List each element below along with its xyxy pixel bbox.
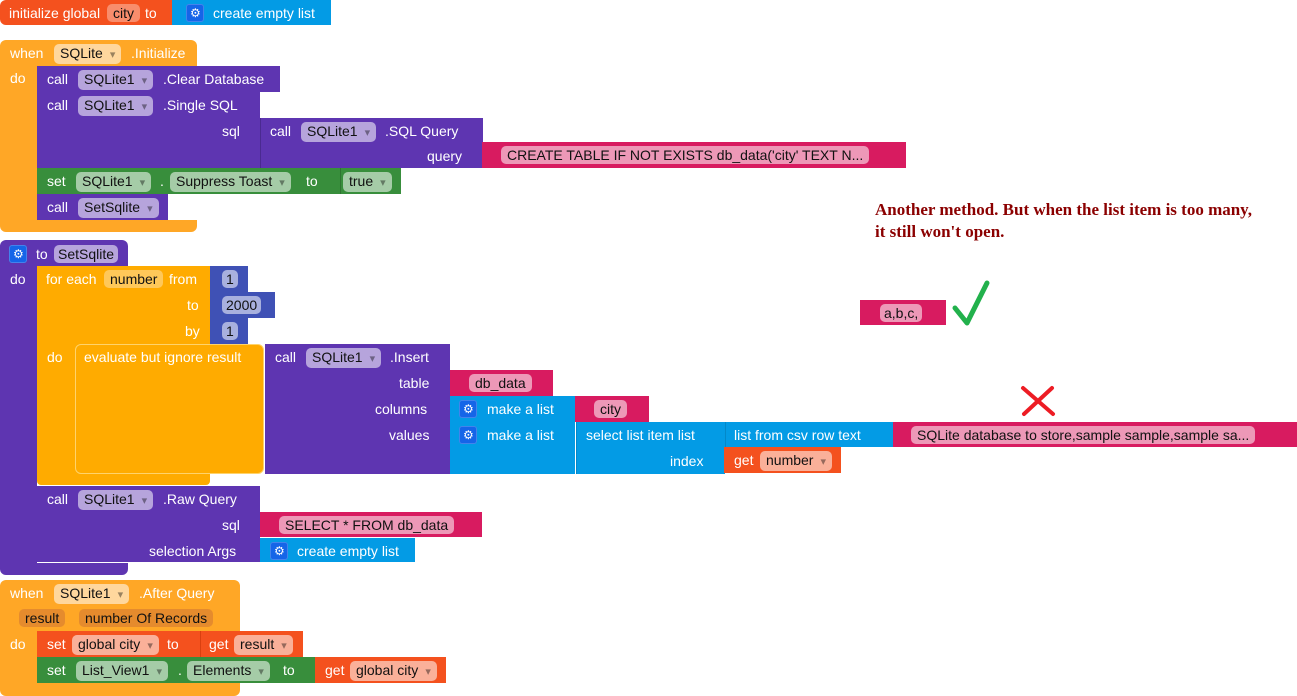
init-label: initialize global xyxy=(9,5,101,21)
loop-var-field[interactable]: number xyxy=(104,270,164,288)
component-dropdown[interactable]: List_View1 xyxy=(76,661,169,681)
create-empty-list-label: create empty list xyxy=(297,543,399,559)
parameter-number-of-records[interactable]: number Of Records xyxy=(79,609,214,627)
to-label: to xyxy=(283,662,295,678)
component-dropdown[interactable]: SQLite1 xyxy=(76,172,152,192)
do-label: do xyxy=(10,636,26,652)
dot-label: . xyxy=(178,662,182,678)
initialize-global-block[interactable] xyxy=(0,0,172,25)
get-label: get xyxy=(209,636,229,652)
get-label: get xyxy=(734,452,754,468)
values-label: values xyxy=(389,427,430,443)
for-each-label: for each xyxy=(46,271,97,287)
check-mark-icon xyxy=(952,280,990,326)
sql-label: sql xyxy=(222,517,240,533)
method-label: .SQL Query xyxy=(385,123,459,139)
sql-label: sql xyxy=(222,123,240,139)
variable-dropdown[interactable]: global city xyxy=(72,635,159,655)
to-label: to xyxy=(187,297,199,313)
number-field[interactable]: 1 xyxy=(222,322,238,340)
component-dropdown[interactable]: SQLite1 xyxy=(301,122,377,142)
set-label: set xyxy=(47,662,66,678)
to-label: to xyxy=(306,173,318,189)
gear-icon[interactable] xyxy=(186,4,204,22)
set-label: set xyxy=(47,636,66,652)
var-name-field[interactable]: city xyxy=(107,4,140,22)
text-field[interactable]: SQLite database to store,sample sample,s… xyxy=(911,426,1256,444)
do-label: do xyxy=(10,271,26,287)
cross-mark-icon xyxy=(1021,386,1055,416)
call-label: call xyxy=(275,349,297,365)
method-label: .Single SQL xyxy=(163,97,238,113)
when-label: when xyxy=(10,585,44,601)
by-label: by xyxy=(185,323,200,339)
text-field[interactable]: a,b,c, xyxy=(880,304,923,322)
annotation-note: Another method. But when the list item i… xyxy=(875,200,1252,241)
event-label: .After Query xyxy=(139,585,215,601)
dot-label: . xyxy=(160,173,164,189)
index-label: index xyxy=(670,453,704,469)
do-label: do xyxy=(47,349,63,365)
variable-dropdown[interactable]: global city xyxy=(350,661,437,681)
component-dropdown[interactable]: SQLite xyxy=(54,44,122,64)
procedure-name-field[interactable]: SetSqlite xyxy=(54,245,119,263)
component-dropdown[interactable]: SQLite1 xyxy=(306,348,382,368)
text-field[interactable]: SELECT * FROM db_data xyxy=(279,516,455,534)
columns-label: columns xyxy=(375,401,428,417)
method-label: .Insert xyxy=(390,349,429,365)
number-field[interactable]: 2000 xyxy=(222,296,262,314)
do-label: do xyxy=(10,70,26,86)
call-label: call xyxy=(47,71,69,87)
set-label: set xyxy=(47,173,66,189)
component-dropdown[interactable]: SQLite1 xyxy=(54,584,130,604)
create-empty-list-label: create empty list xyxy=(213,5,315,21)
component-dropdown[interactable]: SQLite1 xyxy=(78,70,154,90)
gear-icon[interactable] xyxy=(459,426,477,444)
component-dropdown[interactable]: SQLite1 xyxy=(78,490,154,510)
csv-row-label: list from csv row text xyxy=(734,427,861,443)
text-field[interactable]: db_data xyxy=(469,374,532,392)
variable-dropdown[interactable]: number xyxy=(760,451,833,471)
evaluate-label: evaluate but ignore result xyxy=(84,349,242,365)
text-field[interactable]: city xyxy=(594,400,627,418)
method-label: .Raw Query xyxy=(163,491,237,507)
call-label: call xyxy=(47,199,69,215)
get-label: get xyxy=(325,662,345,678)
gear-icon[interactable] xyxy=(459,400,477,418)
select-list-item-block[interactable] xyxy=(576,422,725,474)
to-label: to xyxy=(167,636,179,652)
gear-icon[interactable] xyxy=(9,245,27,263)
property-dropdown[interactable]: Elements xyxy=(187,661,270,681)
gear-icon[interactable] xyxy=(270,542,288,560)
selection-args-label: selection Args xyxy=(149,543,237,559)
text-field[interactable]: CREATE TABLE IF NOT EXISTS db_data('city… xyxy=(501,146,870,164)
init-to-label: to xyxy=(145,5,157,21)
property-dropdown[interactable]: Suppress Toast xyxy=(170,172,291,192)
list-from-csv-row-block[interactable] xyxy=(725,422,894,447)
to-label: to xyxy=(36,246,48,262)
event-label: .Initialize xyxy=(131,45,186,61)
number-field[interactable]: 1 xyxy=(222,270,238,288)
component-dropdown[interactable]: SQLite1 xyxy=(78,96,154,116)
boolean-dropdown[interactable]: true xyxy=(343,172,392,192)
call-label: call xyxy=(47,491,69,507)
method-label: .Clear Database xyxy=(163,71,265,87)
select-list-item-label: select list item list xyxy=(586,427,695,443)
call-label: call xyxy=(270,123,292,139)
from-label: from xyxy=(169,271,197,287)
when-label: when xyxy=(10,45,44,61)
evaluate-ignore-block[interactable] xyxy=(75,344,264,474)
variable-dropdown[interactable]: result xyxy=(234,635,293,655)
procedure-dropdown[interactable]: SetSqlite xyxy=(78,198,159,218)
table-label: table xyxy=(399,375,430,391)
make-list-label: make a list xyxy=(487,401,554,417)
query-label: query xyxy=(427,148,463,164)
make-list-label: make a list xyxy=(487,427,554,443)
call-label: call xyxy=(47,97,69,113)
parameter-result[interactable]: result xyxy=(19,609,66,627)
